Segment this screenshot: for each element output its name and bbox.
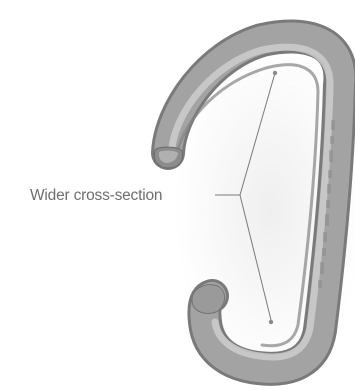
leader-dot-bottom — [269, 320, 273, 324]
leader-dot-top — [273, 71, 277, 75]
callout-label: Wider cross-section — [30, 186, 202, 206]
basket-end — [192, 285, 225, 314]
